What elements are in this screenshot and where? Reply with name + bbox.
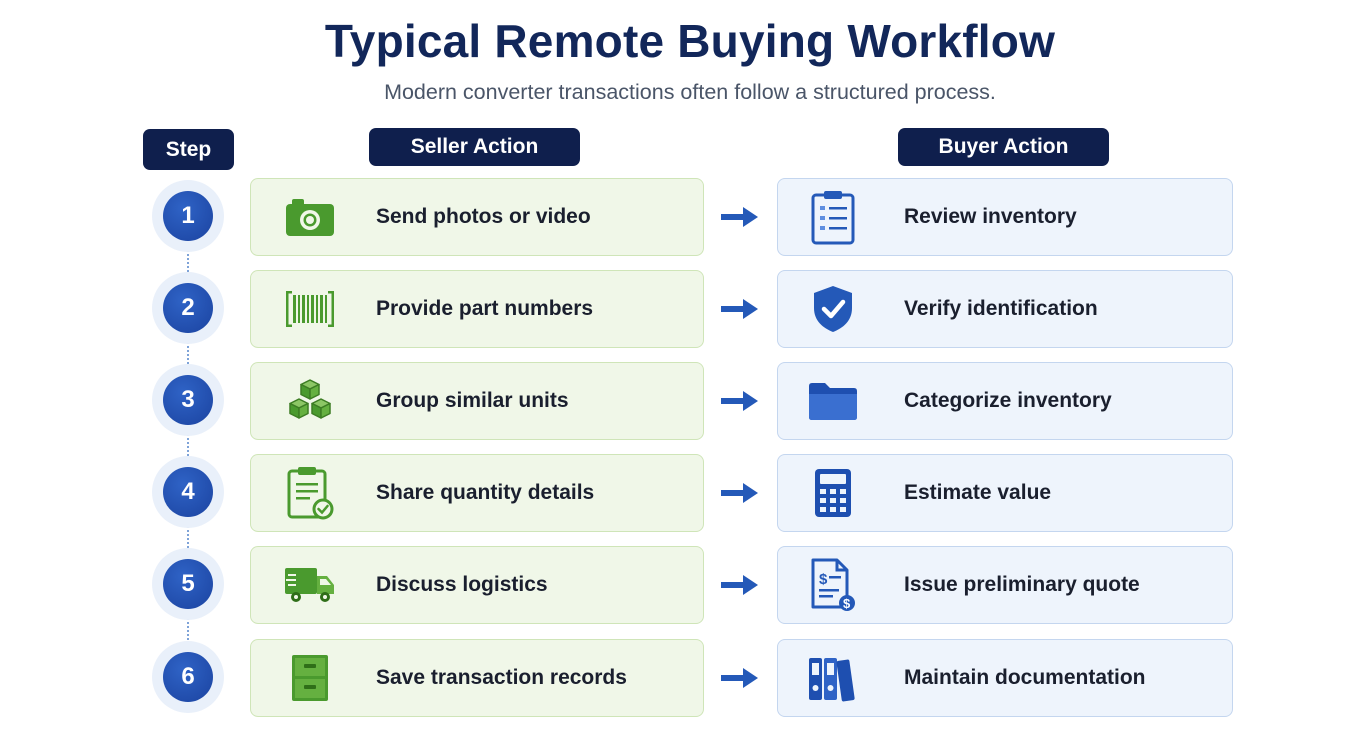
buyer-action-text: Categorize inventory xyxy=(904,389,1112,412)
calculator-icon xyxy=(805,465,861,521)
seller-column-header: Seller Action xyxy=(369,128,580,166)
step-number: 3 xyxy=(163,375,213,425)
page-title: Typical Remote Buying Workflow xyxy=(324,15,1056,67)
step-number: 2 xyxy=(163,283,213,333)
seller-action-text: Discuss logistics xyxy=(376,573,548,596)
folder-icon xyxy=(805,373,861,429)
arrow-right-icon xyxy=(721,391,758,411)
arrow-right-icon xyxy=(721,575,758,595)
seller-action-card: Provide part numbers xyxy=(250,270,704,348)
svg-text:$: $ xyxy=(819,571,828,588)
workflow-row: 4 Share quantity details Estimate value xyxy=(0,454,1370,534)
seller-action-card: Send photos or video xyxy=(250,178,704,256)
step-badge: 5 xyxy=(152,548,224,620)
quote-document-icon: $$ xyxy=(805,557,861,613)
svg-text:$: $ xyxy=(843,596,851,611)
stacked-boxes-icon xyxy=(282,373,338,429)
workflow-row: 5 Discuss logistics $$ Issue preliminary… xyxy=(0,546,1370,626)
step-number: 4 xyxy=(163,467,213,517)
clipboard-checklist-icon xyxy=(805,189,861,245)
barcode-icon xyxy=(282,281,338,337)
truck-icon xyxy=(282,557,338,613)
buyer-action-card: Maintain documentation xyxy=(777,639,1233,717)
camera-icon xyxy=(282,189,338,245)
seller-action-card: Discuss logistics xyxy=(250,546,704,624)
seller-action-text: Provide part numbers xyxy=(376,297,594,320)
arrow-right-icon xyxy=(721,668,758,688)
seller-action-text: Send photos or video xyxy=(376,205,591,228)
buyer-action-text: Verify identification xyxy=(904,297,1098,320)
step-badge: 2 xyxy=(152,272,224,344)
workflow-row: 1 Send photos or video Review inventory xyxy=(0,178,1370,258)
buyer-action-text: Maintain documentation xyxy=(904,666,1146,689)
arrow-right-icon xyxy=(721,483,758,503)
buyer-action-text: Estimate value xyxy=(904,481,1052,504)
buyer-action-card: $$ Issue preliminary quote xyxy=(777,546,1233,624)
buyer-action-text: Review inventory xyxy=(904,205,1077,228)
step-badge: 6 xyxy=(152,641,224,713)
seller-action-card: Group similar units xyxy=(250,362,704,440)
step-connector-line xyxy=(187,243,189,663)
step-number: 6 xyxy=(163,652,213,702)
step-badge: 1 xyxy=(152,180,224,252)
buyer-action-card: Verify identification xyxy=(777,270,1233,348)
arrow-right-icon xyxy=(721,207,758,227)
seller-action-text: Save transaction records xyxy=(376,666,627,689)
buyer-action-card: Categorize inventory xyxy=(777,362,1233,440)
shield-check-icon xyxy=(805,281,861,337)
workflow-row: 2 Provide part numbers Verify identifica… xyxy=(0,270,1370,350)
page-subtitle: Modern converter transactions often foll… xyxy=(384,80,996,104)
step-number: 5 xyxy=(163,559,213,609)
buyer-action-card: Review inventory xyxy=(777,178,1233,256)
step-number: 1 xyxy=(163,191,213,241)
seller-action-card: Share quantity details xyxy=(250,454,704,532)
buyer-column-header: Buyer Action xyxy=(898,128,1109,166)
file-cabinet-icon xyxy=(282,650,338,706)
seller-action-text: Group similar units xyxy=(376,389,569,412)
seller-action-card: Save transaction records xyxy=(250,639,704,717)
seller-action-text: Share quantity details xyxy=(376,481,595,504)
step-badge: 3 xyxy=(152,364,224,436)
workflow-row: 6 Save transaction records Maintain docu… xyxy=(0,639,1370,719)
workflow-row: 3 Group similar units Categorize invento… xyxy=(0,362,1370,442)
arrow-right-icon xyxy=(721,299,758,319)
step-column-header: Step xyxy=(143,129,234,170)
buyer-action-card: Estimate value xyxy=(777,454,1233,532)
buyer-action-text: Issue preliminary quote xyxy=(904,573,1140,596)
clipboard-check-icon xyxy=(282,465,338,521)
binders-icon xyxy=(805,650,861,706)
step-badge: 4 xyxy=(152,456,224,528)
